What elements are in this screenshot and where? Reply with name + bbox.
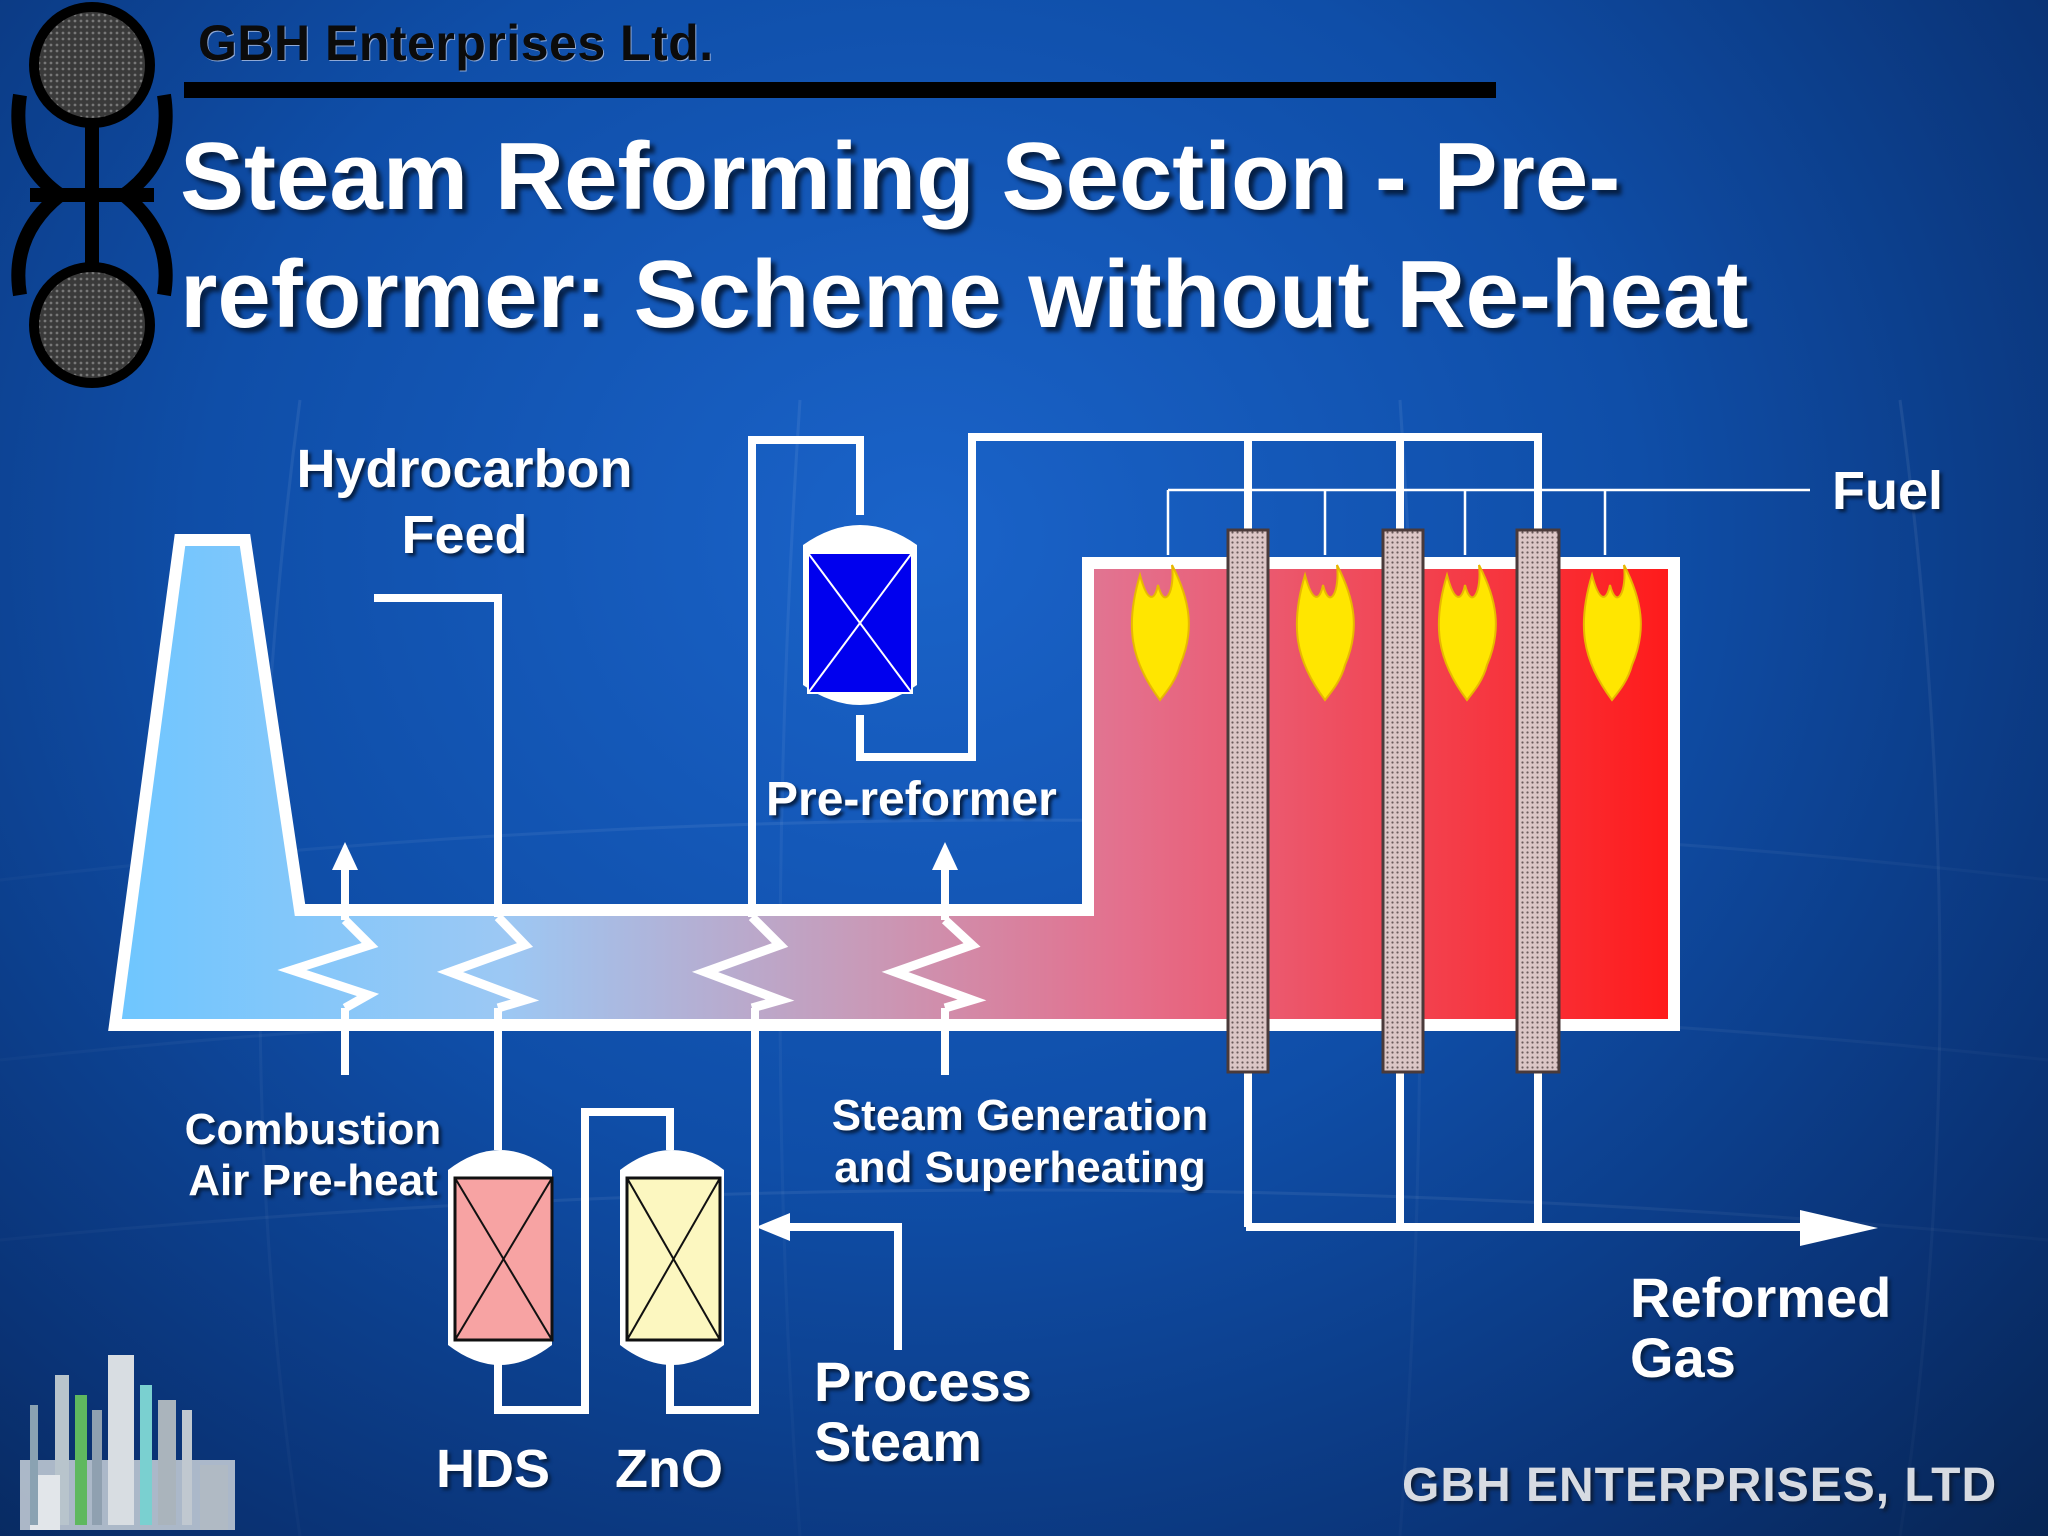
fuel-header [1166, 488, 1810, 555]
header-rule [184, 82, 1496, 98]
flame-4 [1582, 564, 1642, 702]
footer-company: GBH ENTERPRISES, LTD [1402, 1459, 1998, 1512]
feed-coil [436, 913, 540, 1013]
process-steam-arrow [756, 1213, 790, 1241]
hds-vessel [448, 1150, 554, 1365]
burner-flames [1130, 564, 1642, 702]
label-process-steam: Process Steam [814, 1350, 1032, 1473]
label-steam-generation: Steam Generation and Superheating [831, 1091, 1209, 1192]
label-hds: HDS [436, 1439, 551, 1499]
reformer-tube-3 [1515, 528, 1561, 1074]
reformer-tubes [1226, 528, 1561, 1074]
flame-3 [1437, 564, 1497, 702]
label-hydrocarbon-feed: Hydrocarbon Feed [296, 439, 633, 565]
company-name: GBH Enterprises Ltd. [198, 15, 714, 71]
process-piping [341, 433, 1805, 1414]
label-reformed-gas: Reformed Gas [1630, 1266, 1892, 1389]
reformer-tube-2 [1381, 528, 1425, 1074]
flue-duct [108, 534, 1680, 1031]
label-pre-reformer: Pre-reformer [766, 773, 1057, 826]
company-logo [11, 2, 173, 388]
pre-reformer-vessel [803, 525, 917, 705]
air-preheat-coil [277, 916, 380, 1012]
page-title: Steam Reforming Section - Pre-reformer: … [180, 123, 1749, 348]
flame-1 [1130, 564, 1190, 702]
steam-arrow [932, 842, 958, 870]
label-zno: ZnO [615, 1439, 723, 1499]
combustion-air-arrow [332, 842, 358, 870]
zno-return-coil [691, 913, 795, 1013]
convection-coils [277, 913, 987, 1013]
plant-illustration [20, 1355, 235, 1530]
reformed-gas-arrow [1800, 1210, 1878, 1246]
label-combustion-air-preheat: Combustion Air Pre-heat [184, 1105, 442, 1205]
steam-coil [881, 916, 987, 1013]
reformer-tube-1 [1226, 528, 1270, 1074]
label-fuel: Fuel [1832, 461, 1944, 521]
zno-vessel [620, 1150, 724, 1365]
flame-2 [1295, 564, 1355, 702]
